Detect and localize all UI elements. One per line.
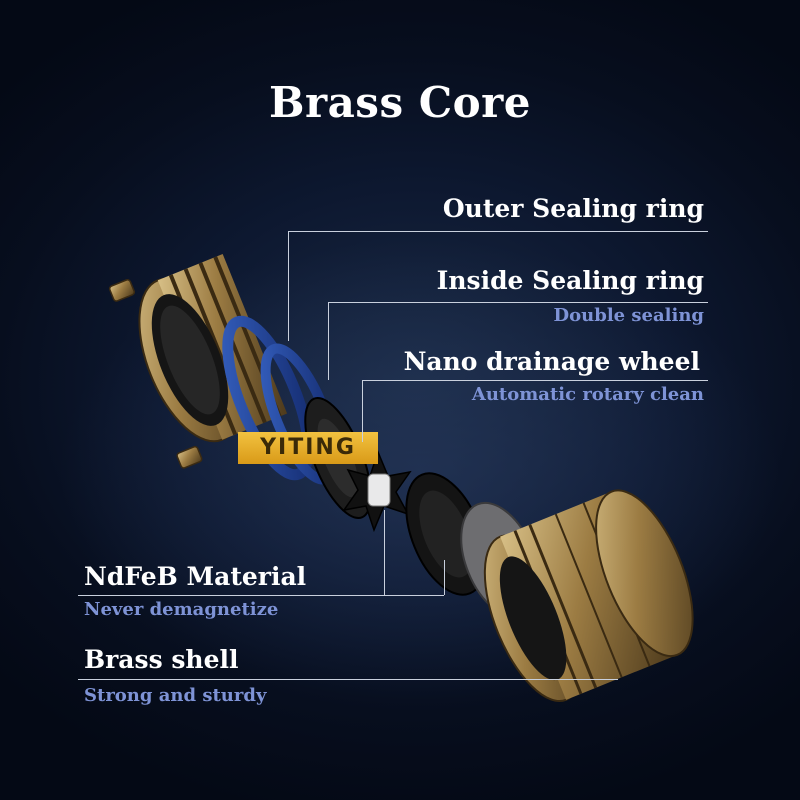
- callout-nano-wheel-leader: [362, 380, 363, 442]
- callout-ndfeb-label: NdFeB Material: [84, 562, 307, 591]
- callout-inside-ring-label: Inside Sealing ring: [436, 266, 704, 295]
- brass-threaded-cap: [108, 254, 288, 469]
- callout-inside-ring-leader: [328, 302, 329, 380]
- callout-inside-ring-sub: Double sealing: [553, 305, 704, 326]
- callout-brass-shell-label: Brass shell: [84, 645, 239, 674]
- outer-blue-sealing-ring: [222, 315, 314, 481]
- callout-nano-wheel-sub: Automatic rotary clean: [471, 384, 704, 405]
- callout-brass-shell-line: [78, 679, 618, 680]
- callout-inside-ring-line: [328, 302, 708, 303]
- callout-ndfeb-sub: Never demagnetize: [84, 599, 279, 620]
- page-title: Brass Core: [268, 78, 532, 127]
- callout-ndfeb-leader-1: [384, 510, 385, 595]
- callout-ndfeb-leader-2: [444, 560, 445, 595]
- callout-nano-wheel-line: [362, 380, 708, 381]
- brass-shell: [483, 489, 694, 703]
- callout-outer-ring-label: Outer Sealing ring: [442, 194, 704, 223]
- callout-ndfeb-line: [78, 595, 444, 596]
- callout-outer-ring-leader: [288, 231, 289, 341]
- callout-nano-wheel-label: Nano drainage wheel: [403, 347, 700, 376]
- callout-brass-shell-sub: Strong and sturdy: [84, 685, 267, 706]
- callout-outer-ring-line: [288, 231, 708, 232]
- brand-badge: YITING: [238, 432, 378, 464]
